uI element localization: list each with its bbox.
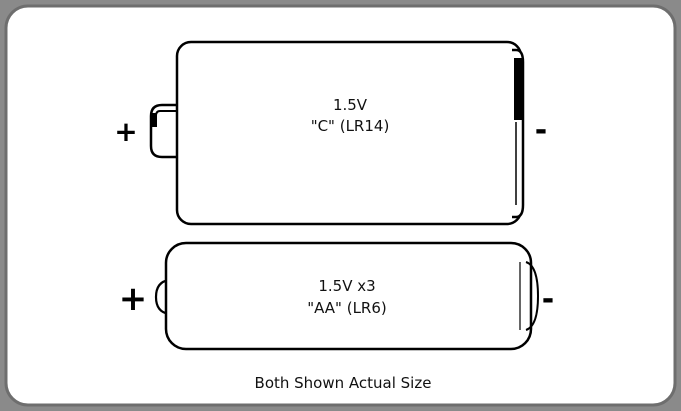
aa-plus-sign: + <box>119 279 148 319</box>
aa-minus-sign: - <box>542 282 554 317</box>
c-minus-sign: - <box>535 113 547 148</box>
c-battery: 1.5V "C" (LR14) + - <box>114 40 547 226</box>
aa-battery: 1.5V x3 "AA" (LR6) + - <box>119 241 554 351</box>
c-positive-terminal <box>149 103 178 159</box>
c-voltage-label: 1.5V <box>333 96 368 114</box>
caption: Both Shown Actual Size <box>255 374 432 392</box>
c-type-label: "C" (LR14) <box>311 117 390 135</box>
aa-negative-cap <box>525 261 540 331</box>
aa-battery-body <box>164 241 533 351</box>
aa-type-label: "AA" (LR6) <box>307 299 387 317</box>
c-plus-sign: + <box>114 115 137 148</box>
aa-voltage-label: 1.5V x3 <box>318 277 375 295</box>
